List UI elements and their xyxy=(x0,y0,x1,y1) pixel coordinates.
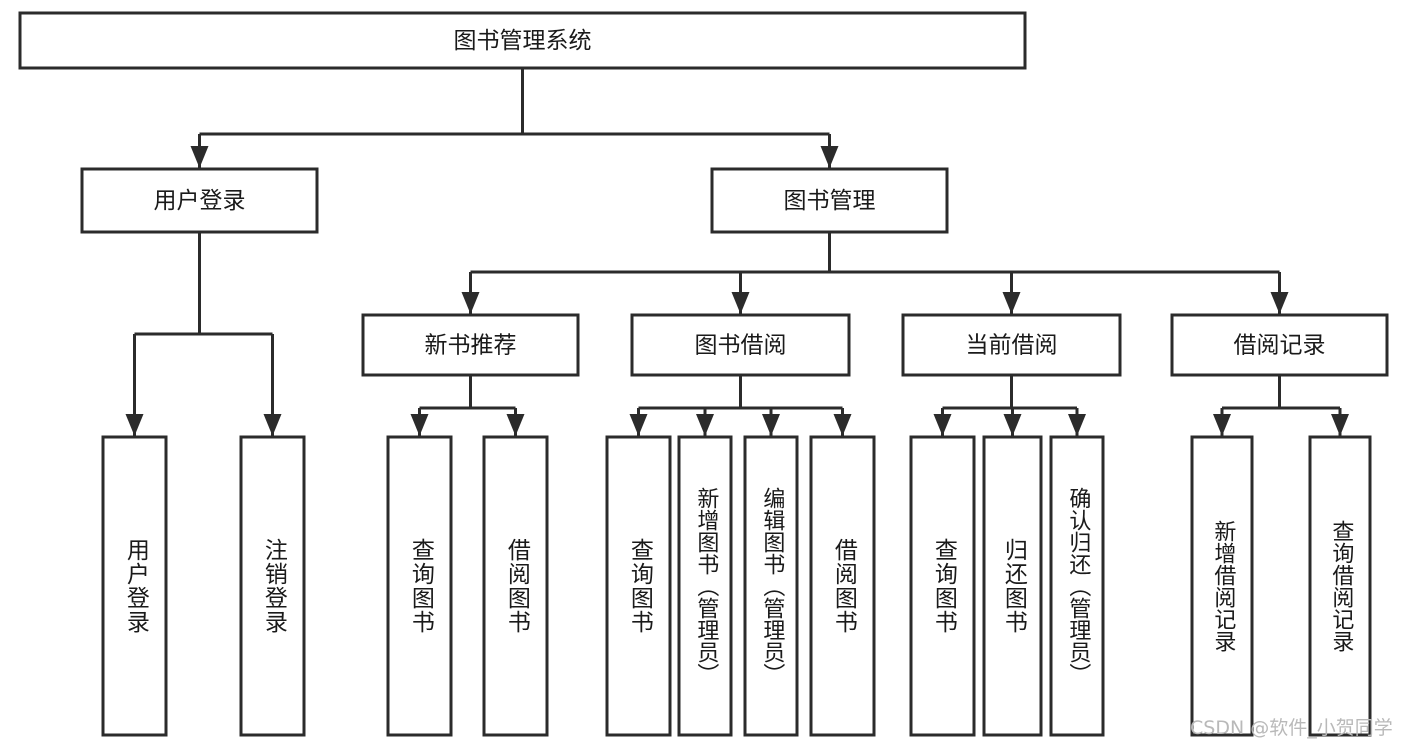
connector-arrowhead xyxy=(833,414,852,436)
connector-arrowhead xyxy=(506,414,525,436)
node-leaf-borrow-book-2[interactable] xyxy=(809,435,876,737)
connector-arrowhead xyxy=(1213,414,1231,436)
connector-arrowhead xyxy=(263,414,282,436)
node-label-user-login: 用户登录 xyxy=(154,188,246,214)
connector-arrowhead xyxy=(1270,292,1289,314)
connector-arrowhead xyxy=(410,414,429,436)
node-leaf-borrow-book-1[interactable] xyxy=(482,435,549,737)
connector-arrowhead xyxy=(1002,292,1021,314)
connector-arrowhead xyxy=(820,146,839,168)
connector-layer xyxy=(125,68,1349,436)
connector-arrowhead xyxy=(933,414,952,436)
connector-arrowhead xyxy=(1068,414,1086,436)
node-new-book-rec[interactable] xyxy=(361,313,580,377)
connector-arrowhead xyxy=(629,414,648,436)
node-user-login[interactable] xyxy=(80,167,319,234)
node-label-book-manage: 图书管理 xyxy=(784,188,876,214)
node-borrow-record[interactable] xyxy=(1170,313,1389,377)
node-label-new-book-rec: 新书推荐 xyxy=(425,333,517,359)
connector-arrowhead xyxy=(461,292,480,314)
node-leaf-query-book-2[interactable] xyxy=(605,435,672,737)
node-leaf-query-record[interactable] xyxy=(1308,435,1372,737)
node-label-current-borrow: 当前借阅 xyxy=(966,333,1058,359)
connector-arrowhead xyxy=(731,292,750,314)
node-leaf-logout[interactable] xyxy=(239,435,306,737)
connector-arrowhead xyxy=(125,414,144,436)
watermark-text: CSDN @软件_小贺同学 xyxy=(1190,717,1393,739)
connector-arrowhead xyxy=(190,146,209,168)
node-leaf-query-book-3[interactable] xyxy=(909,435,976,737)
node-label-root: 图书管理系统 xyxy=(454,28,592,54)
node-leaf-confirm-return[interactable] xyxy=(1049,435,1105,737)
node-root[interactable] xyxy=(18,11,1027,70)
connector-arrowhead xyxy=(762,414,780,436)
node-current-borrow[interactable] xyxy=(901,313,1122,377)
node-leaf-return-book[interactable] xyxy=(982,435,1043,737)
node-leaf-query-book-1[interactable] xyxy=(386,435,453,737)
node-leaf-add-record[interactable] xyxy=(1190,435,1254,737)
node-book-manage[interactable] xyxy=(710,167,949,234)
node-leaf-edit-book[interactable] xyxy=(743,435,799,737)
node-book-borrow[interactable] xyxy=(630,313,851,377)
connector-arrowhead xyxy=(1003,414,1022,436)
node-label-borrow-record: 借阅记录 xyxy=(1234,333,1326,359)
node-leaf-user-login[interactable] xyxy=(101,435,168,737)
connector-arrowhead xyxy=(696,414,714,436)
node-leaf-add-book[interactable] xyxy=(677,435,733,737)
node-label-book-borrow: 图书借阅 xyxy=(695,333,787,359)
connector-arrowhead xyxy=(1331,414,1349,436)
